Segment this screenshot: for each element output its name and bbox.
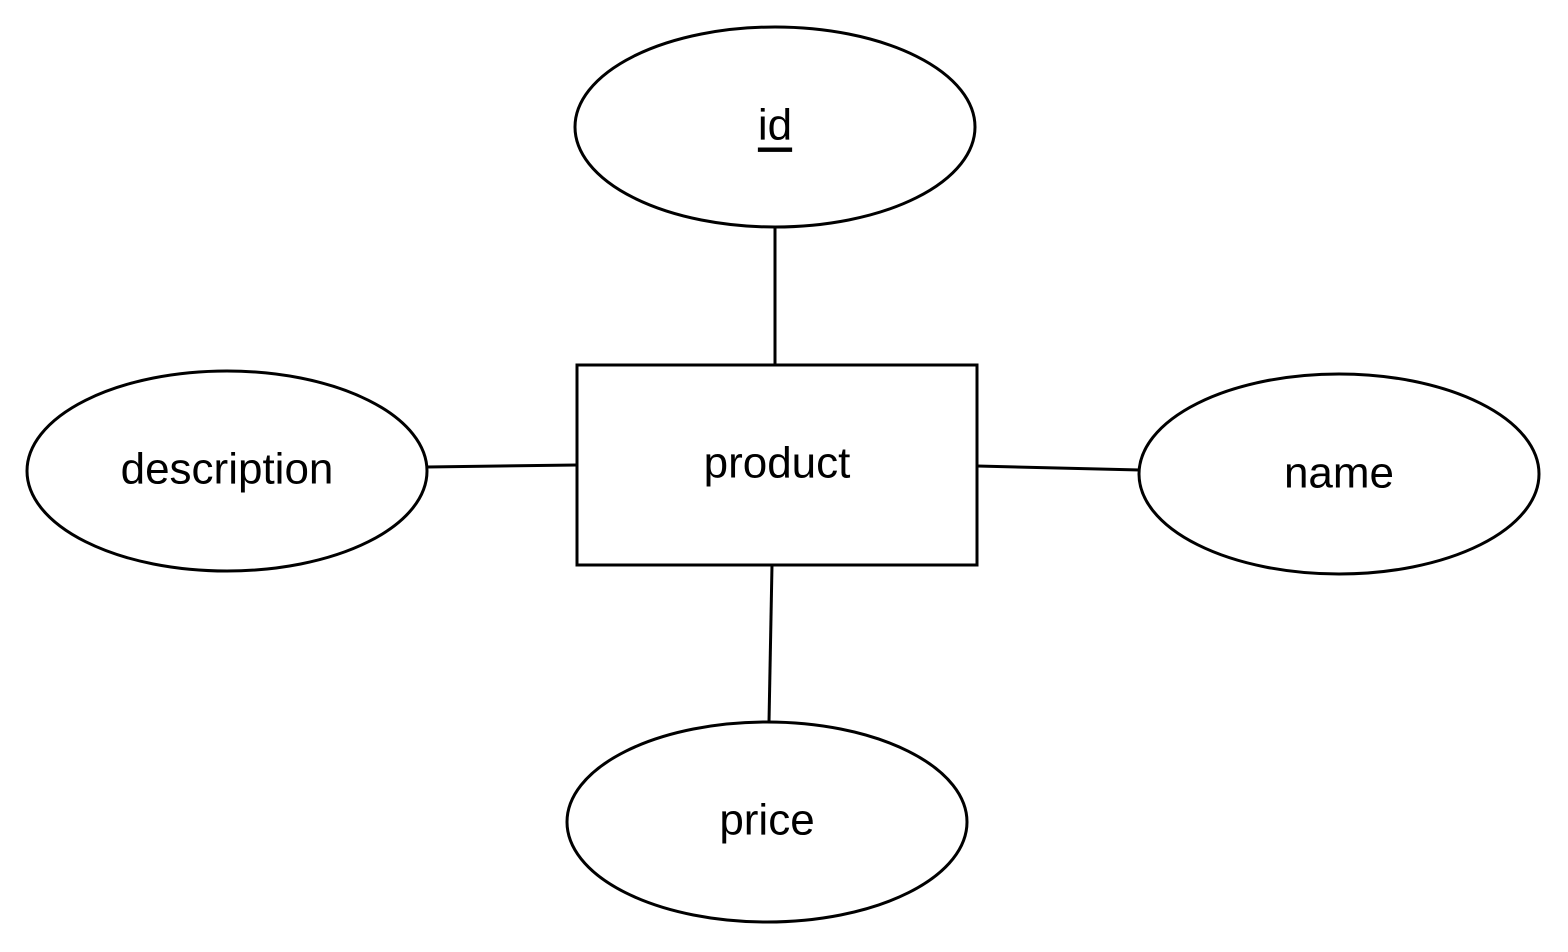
attribute-ellipse [565, 720, 969, 924]
attribute-ellipse [25, 369, 429, 573]
attribute-price-label: price [719, 796, 814, 845]
attribute-ellipse [573, 25, 977, 229]
attribute-ellipse [1137, 372, 1541, 576]
connector-name [976, 464, 1141, 472]
connector-price [767, 564, 774, 723]
attribute-description[interactable]: description [25, 369, 429, 573]
attribute-description-label: description [121, 445, 334, 494]
entity-label: product [704, 439, 851, 488]
attribute-price[interactable]: price [565, 720, 969, 924]
entity-product[interactable]: product [575, 363, 979, 567]
attribute-id[interactable]: id [573, 25, 977, 229]
connector-description [426, 463, 578, 469]
attribute-id-label: id [758, 101, 792, 150]
attribute-name-label: name [1284, 449, 1394, 498]
entity-box [575, 363, 979, 567]
attribute-name[interactable]: name [1137, 372, 1541, 576]
